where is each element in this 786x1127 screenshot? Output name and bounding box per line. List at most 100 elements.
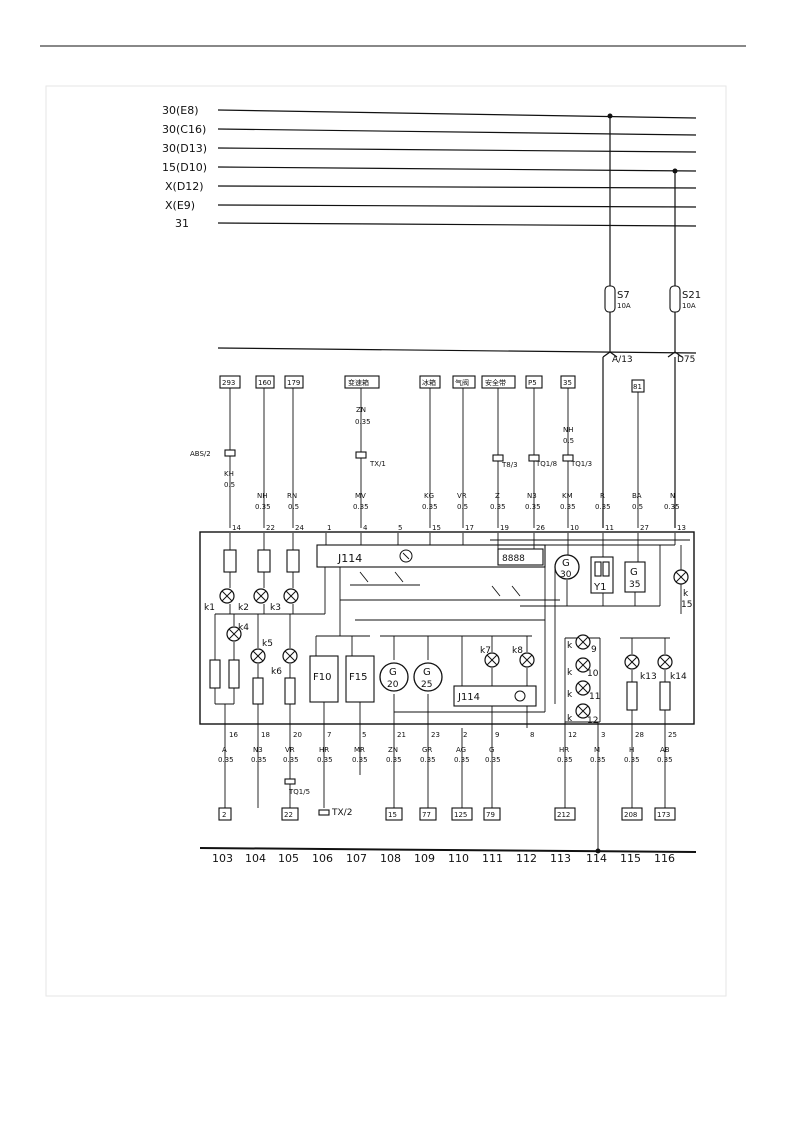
lamp-k14 [657,654,673,670]
pin-number: 20 [293,731,302,739]
lamp-label: k2 [238,603,249,613]
gauge-label: G [562,558,570,569]
wire-color: VR [285,746,295,754]
f10-label: F10 [313,672,331,683]
wire-color: GR [422,746,432,754]
lamp-k8 [519,652,535,668]
pin-number: 3 [601,731,605,739]
bottom-pins: 16 18 20 7 5 21 23 2 9 8 12 3 28 25 [229,731,677,739]
wire-color: MV [355,492,366,500]
fuse-connector: A/13 [612,355,633,365]
fuse-s21 [669,285,681,313]
column-numbers: 103 104 105 106 107 108 109 110 111 112 … [212,852,675,865]
lamp-label: k [567,690,573,700]
column-number: 111 [482,852,503,865]
destination-label: 125 [454,811,467,819]
destination-label: 气阀 [455,378,469,387]
column-number: 105 [278,852,299,865]
connector-label: TX/1 [369,460,386,468]
wire-color: KM [562,492,573,500]
scan-frame [45,85,727,997]
lamp-label: k6 [271,667,282,677]
wire-color: M [594,746,600,754]
column-number: 116 [654,852,675,865]
bottom-destinations: 2 22 15 77 125 79 212 208 173 [218,807,676,821]
destination-box [621,807,643,821]
lamp-k7 [484,652,500,668]
top-pins: 14 22 24 1 4 5 15 17 19 26 10 11 27 13 [232,524,686,532]
lamp-label: k4 [238,623,249,633]
connector-label: TQ1/8 [535,460,557,468]
destination-label: 2 [222,811,226,819]
destination-box [419,807,437,821]
destination-box [451,807,473,821]
lamp-label: 15 [681,600,692,610]
pin-number: 1 [327,524,331,532]
destination-label: 变速箱 [348,378,369,387]
lamp-label: k [567,668,573,678]
connector-label: TX/2 [331,808,352,818]
wire-size: 0.35 [218,756,234,764]
lamp-k12 [575,703,591,719]
gauge-number: 35 [629,580,640,590]
lamp-label: k3 [270,603,281,613]
column-number: 113 [550,852,571,865]
lamp-k11 [575,680,591,696]
bus-label: X(E9) [165,199,195,212]
wire-size: 0.35 [283,756,299,764]
wire-size: 0.35 [353,503,369,511]
lamp-label: k [567,641,573,651]
lamp-k10 [575,657,591,673]
lamp-label: k8 [512,646,523,656]
pin-number: 18 [261,731,270,739]
wire-color: N3 [527,492,537,500]
pin-number: 2 [463,731,467,739]
wire-color: N [670,492,675,500]
wire-color: G [489,746,494,754]
pin-number: 16 [229,731,238,739]
destination-box [255,375,275,389]
lamp-k3 [283,588,299,604]
bottom-wire-labels: A 0.35 N3 0.35 VR 0.35 HR 0.35 MR 0.35 Z… [218,746,673,764]
wire-color: KH [224,470,234,478]
destination-box [344,375,380,389]
wire-size: 0.35 [355,418,371,426]
lamp-k9 [575,634,591,650]
destination-label: 77 [422,811,431,819]
switches [340,571,560,601]
destination-box [385,807,403,821]
supply-bus: 30(E8) 30(C16) 30(D13) 15(D10) X(D12) X(… [162,104,697,230]
lamp-label: 12 [587,716,598,726]
pin-number: 25 [668,731,677,739]
wire-color: ZN [356,406,366,414]
wire-color: H [629,746,634,754]
wire-color: ZN [388,746,398,754]
instrument-cluster [199,531,695,725]
wire-color: HR [559,746,569,754]
pin-number: 21 [397,731,406,739]
wire-size: 0.35 [386,756,402,764]
f15-label: F15 [349,672,367,683]
wire-size: 0.35 [560,503,576,511]
fuse-rating: 10A [617,302,631,310]
y1-label: Y1 [593,582,606,593]
lamp-label: k [683,589,689,599]
column-number: 108 [380,852,401,865]
destination-box [654,807,676,821]
destination-box [218,807,232,821]
wire-size: 0.35 [317,756,333,764]
pin-number: 5 [362,731,366,739]
wire-size: 0.35 [255,503,271,511]
column-number: 109 [414,852,435,865]
wire-color: AG [456,746,466,754]
wire-size: 0.35 [485,756,501,764]
destination-label: 冰箱 [422,378,436,387]
ground-bus [199,847,697,853]
pin-number: 13 [677,524,686,532]
lamp-label: 9 [591,645,597,655]
wire-size: 0.35 [590,756,606,764]
bus-label: X(D12) [165,180,204,193]
wire-size: 0.35 [352,756,368,764]
pin-number: 22 [266,524,275,532]
